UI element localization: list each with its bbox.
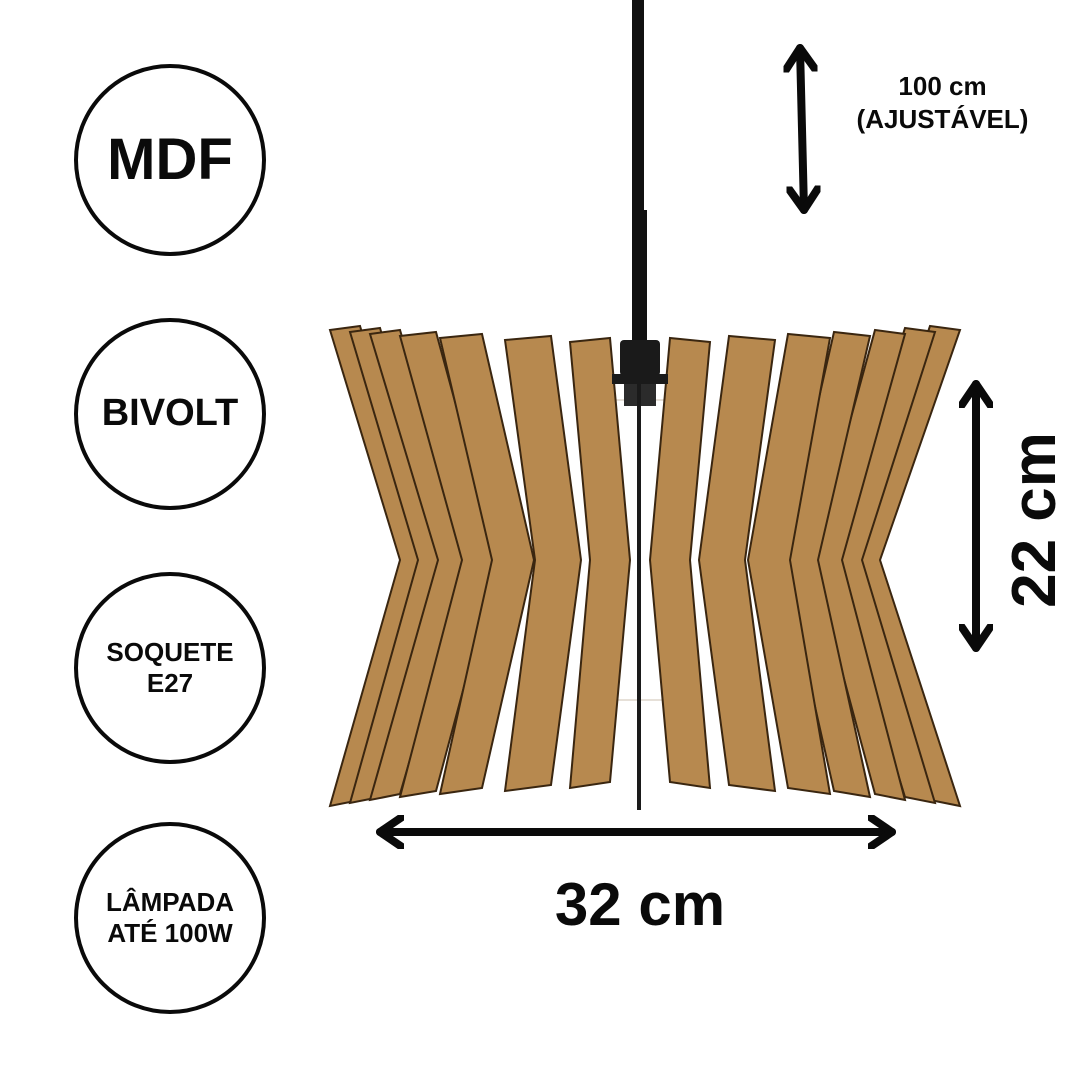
wood-slat — [810, 328, 907, 802]
badge-bulb-line2: ATÉ 100W — [107, 918, 233, 948]
badge-socket-line2: E27 — [146, 668, 194, 698]
badge-material: MDF — [74, 64, 266, 256]
badge-socket-line1: SOQUETE — [106, 636, 234, 667]
badge-material-label: MDF — [107, 127, 233, 193]
power-cable — [632, 0, 647, 350]
badge-socket: SOQUETE E27 — [74, 572, 266, 764]
badge-voltage-label: BIVOLT — [101, 392, 239, 435]
lamp-shade-slats — [328, 324, 962, 808]
lamp-width-label: 32 cm — [554, 871, 726, 938]
wood-slat — [438, 332, 536, 796]
wood-slat — [697, 334, 777, 793]
cable-length-note: (AJUSTÁVEL) — [856, 104, 1029, 135]
wood-slat — [780, 330, 872, 799]
lamp-height-label: 22 cm — [1000, 432, 1069, 608]
wood-slat — [503, 334, 583, 793]
badge-bulb-line1: LÂMPADA — [105, 886, 235, 917]
badge-bulb: LÂMPADA ATÉ 100W — [74, 822, 266, 1014]
cable-length-value: 100 cm — [898, 71, 987, 101]
wood-slat — [568, 336, 632, 790]
badge-voltage: BIVOLT — [74, 318, 266, 510]
wood-slat — [648, 336, 712, 790]
arrow-vertical-icon — [800, 44, 804, 214]
wood-slat — [746, 332, 832, 796]
wood-slat — [398, 330, 500, 799]
cable-length-label: 100 cm (AJUSTÁVEL) — [835, 70, 1050, 137]
